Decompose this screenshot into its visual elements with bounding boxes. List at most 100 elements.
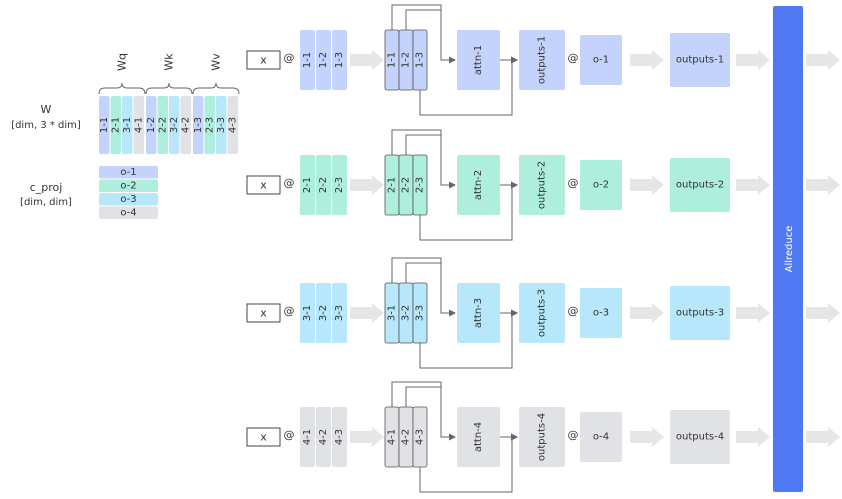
- o-box: [580, 35, 622, 85]
- attn-box: [457, 407, 500, 467]
- w-cell-label: 3-1: [122, 117, 133, 133]
- w-slice: [300, 407, 315, 467]
- attn-label: attn-3: [473, 298, 484, 328]
- outputs-label: outputs-2: [537, 161, 548, 209]
- w-slice: [332, 155, 347, 215]
- result-box: [670, 158, 730, 212]
- result-label: outputs-4: [676, 432, 724, 443]
- c-proj-row: [99, 206, 158, 219]
- flow-arrow: [630, 175, 664, 195]
- flow-arrow: [350, 175, 384, 195]
- w-slice-label: 3-2: [318, 305, 329, 321]
- w-cell: [227, 96, 238, 154]
- flow-arrow: [630, 50, 664, 70]
- result-box: [670, 410, 730, 464]
- w-slice: [316, 30, 331, 90]
- w-group-brace: [145, 82, 193, 95]
- w-cell: [133, 96, 144, 154]
- w-slice-label: 1-2: [318, 52, 329, 68]
- w-dims: [dim, 3 * dim]: [11, 120, 81, 131]
- w-slice: [316, 407, 331, 467]
- flow-arrow: [350, 303, 384, 323]
- w-cell-label: 4-2: [180, 117, 191, 133]
- x-label: x: [260, 54, 267, 67]
- flow-arrow: [736, 303, 770, 323]
- qkv-connectors: [391, 4, 518, 116]
- qkv-slice-label: 2-3: [415, 177, 426, 193]
- w-group-label: Wv: [210, 53, 223, 71]
- x-label: x: [260, 179, 267, 192]
- c-proj-row-label: o-1: [120, 167, 136, 178]
- c-proj-dims: [dim, dim]: [20, 197, 72, 208]
- matmul-symbol: @: [568, 177, 579, 190]
- attn-label: attn-4: [473, 422, 484, 452]
- qkv-slice: [412, 282, 428, 344]
- w-cell: [193, 96, 204, 154]
- w-group-brace: [192, 82, 240, 95]
- w-slice: [332, 30, 347, 90]
- qkv-slice-label: 3-2: [401, 305, 412, 321]
- w-cell: [216, 96, 227, 154]
- qkv-slice-label: 4-1: [387, 429, 398, 445]
- w-cell-label: 2-1: [110, 117, 121, 133]
- c-proj-row: [99, 179, 158, 192]
- flow-arrow: [736, 427, 770, 447]
- c-proj-row-label: o-3: [120, 194, 136, 205]
- o-box: [580, 288, 622, 338]
- w-label: W: [41, 103, 52, 116]
- qkv-slice: [412, 29, 428, 91]
- w-cell: [122, 96, 133, 154]
- w-slice-label: 1-1: [302, 52, 313, 68]
- flow-arrow: [736, 175, 770, 195]
- w-slice: [300, 283, 315, 343]
- output-arrow: [806, 175, 840, 195]
- outputs-label: outputs-1: [537, 36, 548, 84]
- result-box: [670, 286, 730, 340]
- outputs-box: [519, 407, 565, 467]
- w-slice-label: 4-3: [334, 429, 345, 445]
- w-cell: [146, 96, 157, 154]
- w-cell: [180, 96, 191, 154]
- matmul-symbol: @: [568, 305, 579, 318]
- w-cell-label: 1-1: [99, 117, 110, 133]
- w-slice-label: 2-2: [318, 177, 329, 193]
- qkv-connectors: [391, 129, 518, 241]
- output-arrow: [806, 303, 840, 323]
- o-label: o-4: [593, 432, 609, 443]
- w-group-label: Wq: [116, 53, 129, 71]
- w-slice-label: 2-3: [334, 177, 345, 193]
- o-box: [580, 160, 622, 210]
- output-arrow: [806, 427, 840, 447]
- flow-arrow: [350, 427, 384, 447]
- o-label: o-1: [593, 55, 609, 66]
- c-proj-row: [99, 193, 158, 206]
- x-label: x: [260, 307, 267, 320]
- x-label: x: [260, 431, 267, 444]
- qkv-slice-label: 3-3: [415, 305, 426, 321]
- outputs-box: [519, 30, 565, 90]
- w-cell: [157, 96, 168, 154]
- flow-arrow: [630, 303, 664, 323]
- qkv-slice-label: 3-1: [387, 305, 398, 321]
- c-proj-row-label: o-4: [120, 207, 136, 218]
- result-label: outputs-3: [676, 308, 724, 319]
- output-arrow: [806, 50, 840, 70]
- c-proj-matrix: o-1 o-2 o-3 o-4: [99, 166, 158, 219]
- c-proj-row-label: o-2: [120, 180, 136, 191]
- w-slice-label: 1-3: [334, 52, 345, 68]
- matmul-symbol: @: [284, 305, 295, 318]
- qkv-connectors: [391, 381, 518, 493]
- w-slice-label: 3-1: [302, 305, 313, 321]
- o-label: o-2: [593, 180, 609, 191]
- x-input-box: [246, 303, 281, 323]
- w-cell: [110, 96, 121, 154]
- w-slice: [332, 407, 347, 467]
